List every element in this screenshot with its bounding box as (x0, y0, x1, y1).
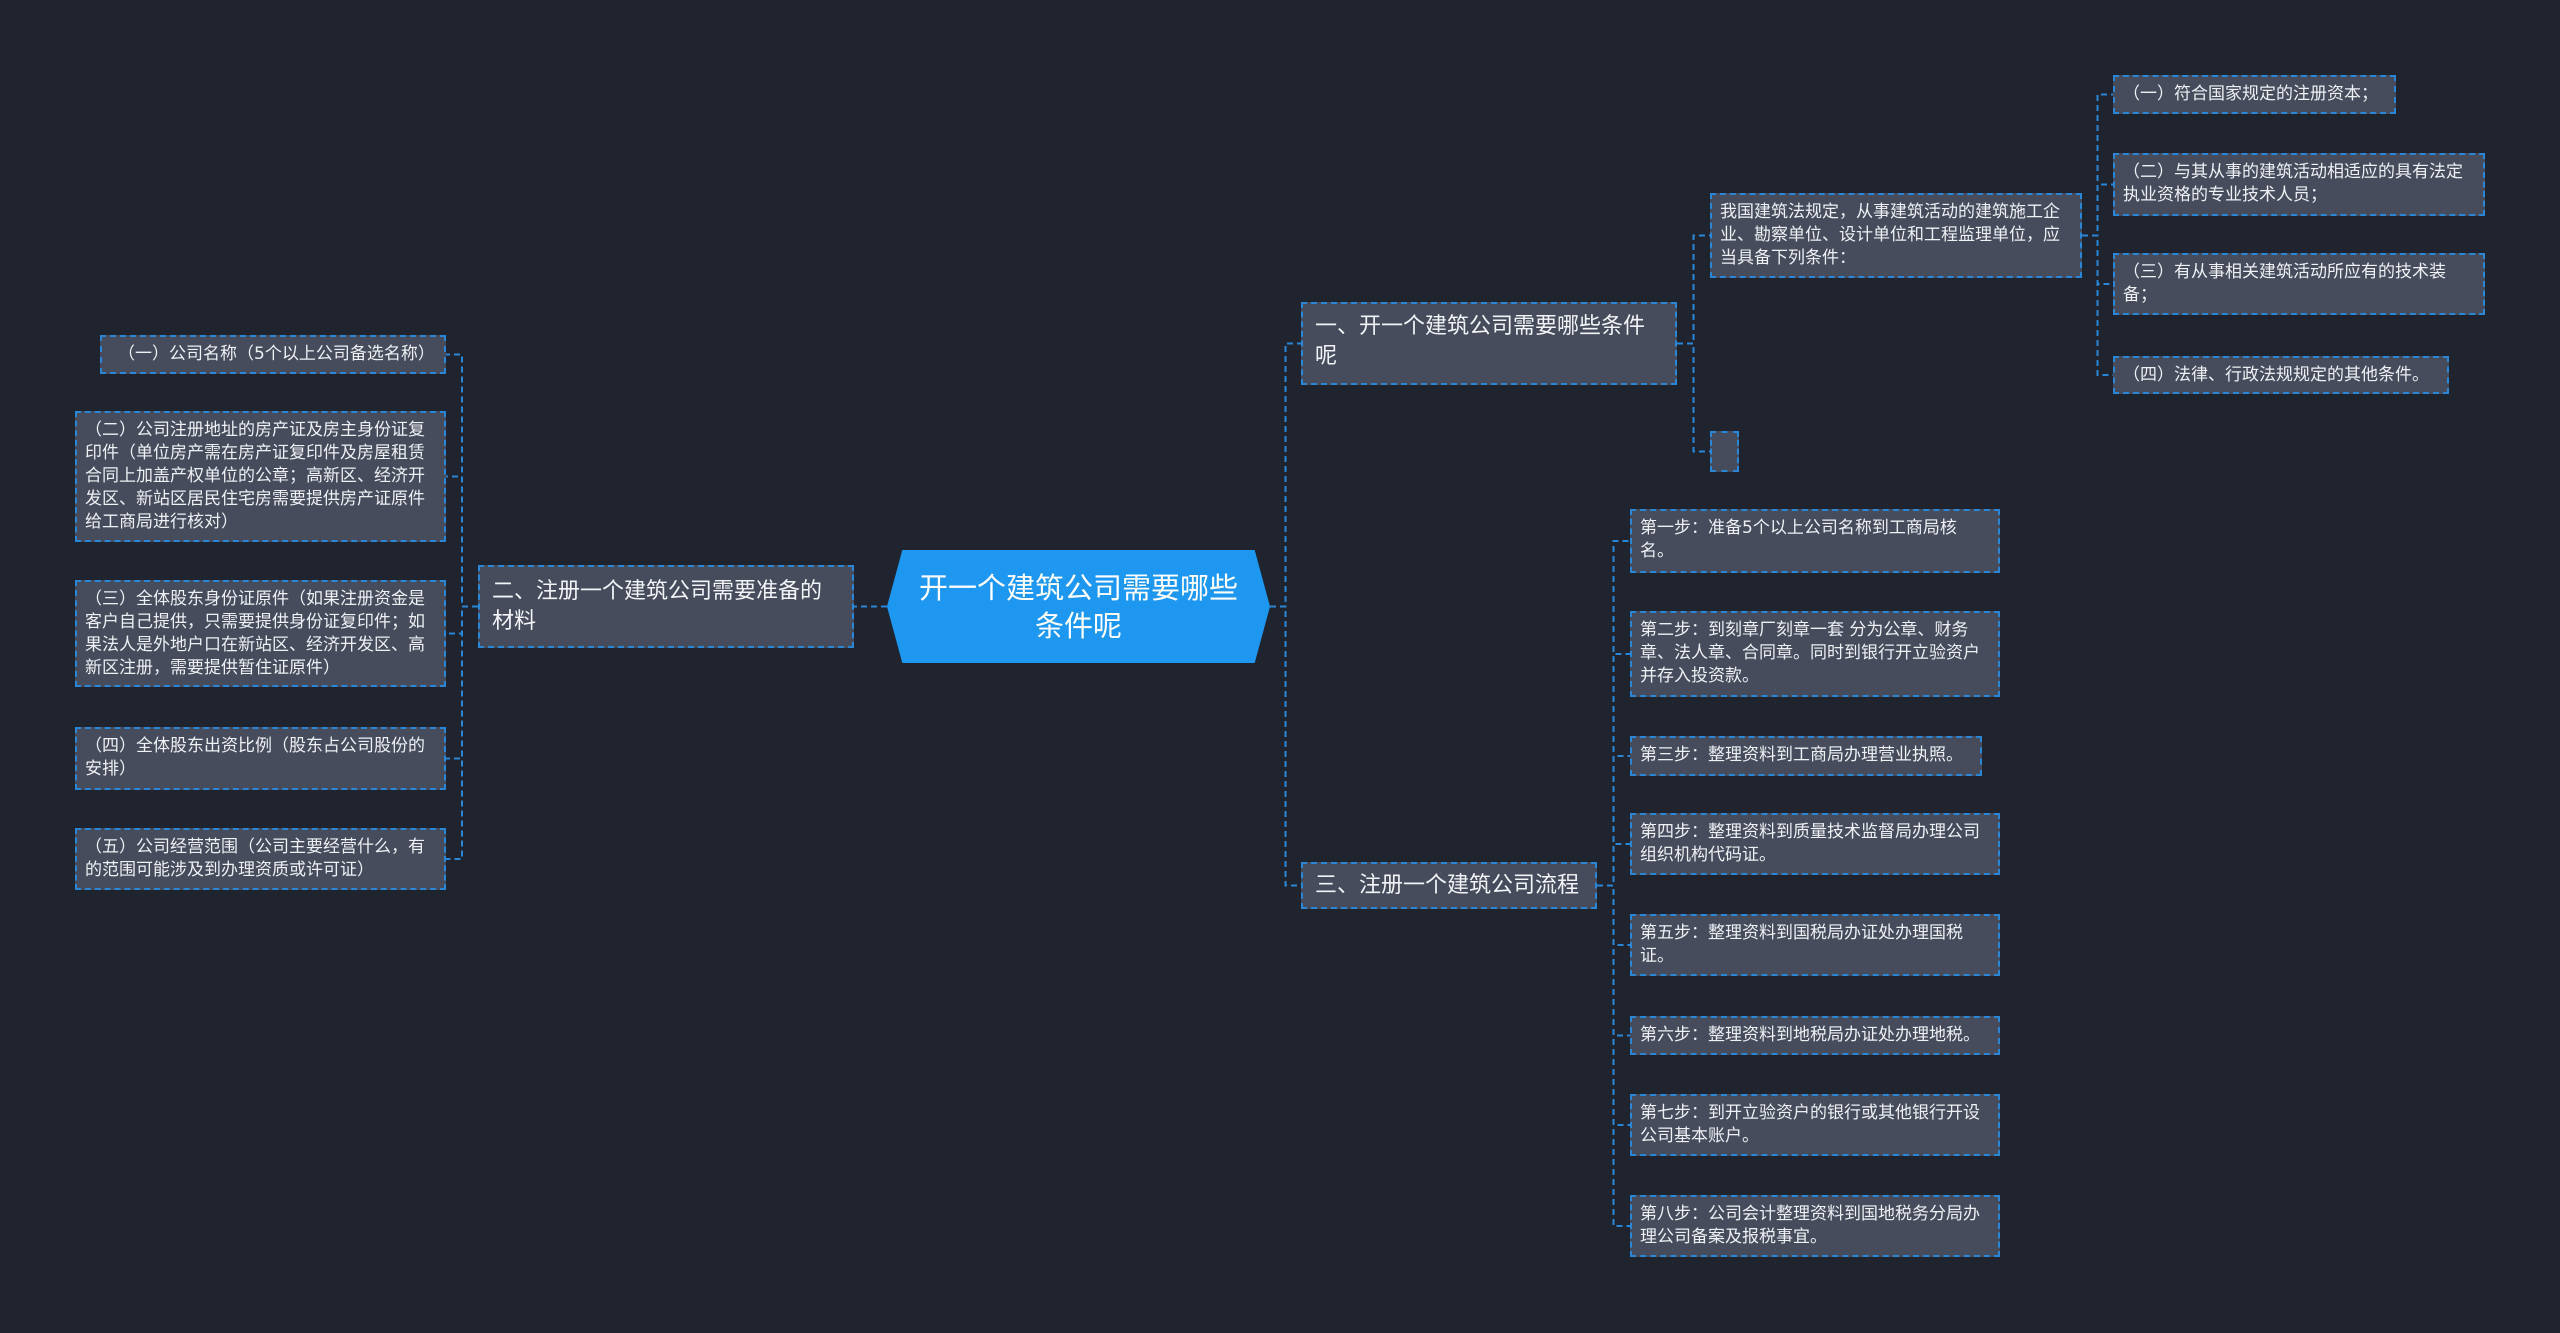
topic-label: 一、开一个建筑公司需要哪些条件呢 (1315, 314, 1646, 369)
connector-line (1597, 843, 1630, 887)
item-text: 第八步：公司会计整理资料到国地税务分局办理公司备案及报税事宜。 (1640, 1204, 1980, 1247)
step-item[interactable]: 第七步：到开立验资户的银行或其他银行开设公司基本账户。 (1630, 1094, 2000, 1156)
connector-line (1597, 653, 1630, 887)
connector-line (446, 605, 478, 635)
root-label: 开一个建筑公司需要哪些条件呢 (918, 570, 1238, 643)
connector-line (1597, 884, 1630, 1126)
item-text: （四）法律、行政法规规定的其他条件。 (2123, 365, 2429, 385)
step-item[interactable]: 第八步：公司会计整理资料到国地税务分局办理公司备案及报税事宜。 (1630, 1195, 2000, 1257)
item-text: 第七步：到开立验资户的银行或其他银行开设公司基本账户。 (1640, 1103, 1980, 1146)
connector-line (446, 475, 478, 608)
item-text: （三）有从事相关建筑活动所应有的技术装备； (2123, 262, 2446, 305)
topic-materials[interactable]: 二、注册一个建筑公司需要准备的材料 (478, 565, 854, 648)
connector-line (1270, 342, 1301, 608)
topic-label: 二、注册一个建筑公司需要准备的材料 (492, 578, 823, 634)
condition-item[interactable]: （一）符合国家规定的注册资本； (2113, 75, 2396, 114)
step-item[interactable]: 第五步：整理资料到国税局办证处办理国税证。 (1630, 914, 2000, 976)
step-item[interactable]: 第六步：整理资料到地税局办证处办理地税。 (1630, 1016, 2000, 1055)
material-item[interactable]: （五）公司经营范围（公司主要经营什么，有的范围可能涉及到办理资质或许可证） (75, 828, 446, 890)
item-text: （一）公司名称（5个以上公司备选名称） (118, 344, 435, 364)
empty-node[interactable] (1710, 431, 1739, 472)
connector-line (2082, 234, 2113, 285)
topic-process[interactable]: 三、注册一个建筑公司流程 (1301, 862, 1597, 909)
root-topic[interactable]: 开一个建筑公司需要哪些条件呢 (887, 550, 1270, 663)
item-text: 第五步：整理资料到国税局办证处办理国税证。 (1640, 923, 1963, 966)
item-text: （三）全体股东身份证原件（如果注册资金是客户自己提供，只需要提供身份证复印件；如… (85, 589, 425, 678)
item-text: （一）符合国家规定的注册资本； (2123, 84, 2378, 104)
step-item[interactable]: 第二步：到刻章厂刻章一套 分为公章、财务章、法人章、合同章。同时到银行开立验资户… (1630, 611, 2000, 697)
item-text: （二）与其从事的建筑活动相适应的具有法定执业资格的专业技术人员； (2123, 162, 2463, 205)
step-item[interactable]: 第四步：整理资料到质量技术监督局办理公司组织机构代码证。 (1630, 813, 2000, 875)
connector-line (2082, 234, 2113, 376)
item-text: 第二步：到刻章厂刻章一套 分为公章、财务章、法人章、合同章。同时到银行开立验资户… (1640, 620, 1980, 686)
connector-line (1597, 755, 1630, 887)
step-item[interactable]: 第三步：整理资料到工商局办理营业执照。 (1630, 736, 1982, 776)
topic-conditions[interactable]: 一、开一个建筑公司需要哪些条件呢 (1301, 302, 1677, 385)
material-item[interactable]: （三）全体股东身份证原件（如果注册资金是客户自己提供，只需要提供身份证复印件；如… (75, 580, 446, 687)
connector-line (446, 605, 478, 760)
item-text: 第一步：准备5个以上公司名称到工商局核名。 (1640, 518, 1957, 561)
condition-item[interactable]: （二）与其从事的建筑活动相适应的具有法定执业资格的专业技术人员； (2113, 153, 2485, 216)
item-text: 第四步：整理资料到质量技术监督局办理公司组织机构代码证。 (1640, 822, 1980, 865)
conditions-intro[interactable]: 我国建筑法规定，从事建筑活动的建筑施工企业、勘察单位、设计单位和工程监理单位，应… (1710, 193, 2082, 278)
item-text: （四）全体股东出资比例（股东占公司股份的安排） (85, 736, 425, 779)
connector-line (1597, 884, 1630, 1037)
item-text: （二）公司注册地址的房产证及房主身份证复印件（单位房产需在房产证复印件及房屋租赁… (85, 420, 425, 532)
condition-item[interactable]: （三）有从事相关建筑活动所应有的技术装备； (2113, 253, 2485, 315)
connector-line (1597, 884, 1630, 1227)
item-text: 第六步：整理资料到地税局办证处办理地税。 (1640, 1025, 1980, 1045)
material-item[interactable]: （二）公司注册地址的房产证及房主身份证复印件（单位房产需在房产证复印件及房屋租赁… (75, 411, 446, 542)
condition-item[interactable]: （四）法律、行政法规规定的其他条件。 (2113, 356, 2449, 394)
material-item[interactable]: （一）公司名称（5个以上公司备选名称） (100, 335, 446, 374)
connector-line (446, 605, 478, 860)
topic-label: 三、注册一个建筑公司流程 (1315, 872, 1580, 898)
connector-line (1677, 234, 1710, 345)
connector-line (1597, 540, 1630, 887)
step-item[interactable]: 第一步：准备5个以上公司名称到工商局核名。 (1630, 509, 2000, 573)
item-text: 第三步：整理资料到工商局办理营业执照。 (1640, 745, 1963, 765)
connector-line (1677, 342, 1710, 453)
material-item[interactable]: （四）全体股东出资比例（股东占公司股份的安排） (75, 727, 446, 790)
connector-line (2082, 183, 2113, 237)
connector-line (446, 353, 478, 608)
item-text: （五）公司经营范围（公司主要经营什么，有的范围可能涉及到办理资质或许可证） (85, 837, 425, 880)
item-text: 我国建筑法规定，从事建筑活动的建筑施工企业、勘察单位、设计单位和工程监理单位，应… (1720, 202, 2060, 268)
connector-line (1597, 884, 1630, 946)
connector-line (2082, 93, 2113, 237)
connector-line (1270, 605, 1301, 887)
